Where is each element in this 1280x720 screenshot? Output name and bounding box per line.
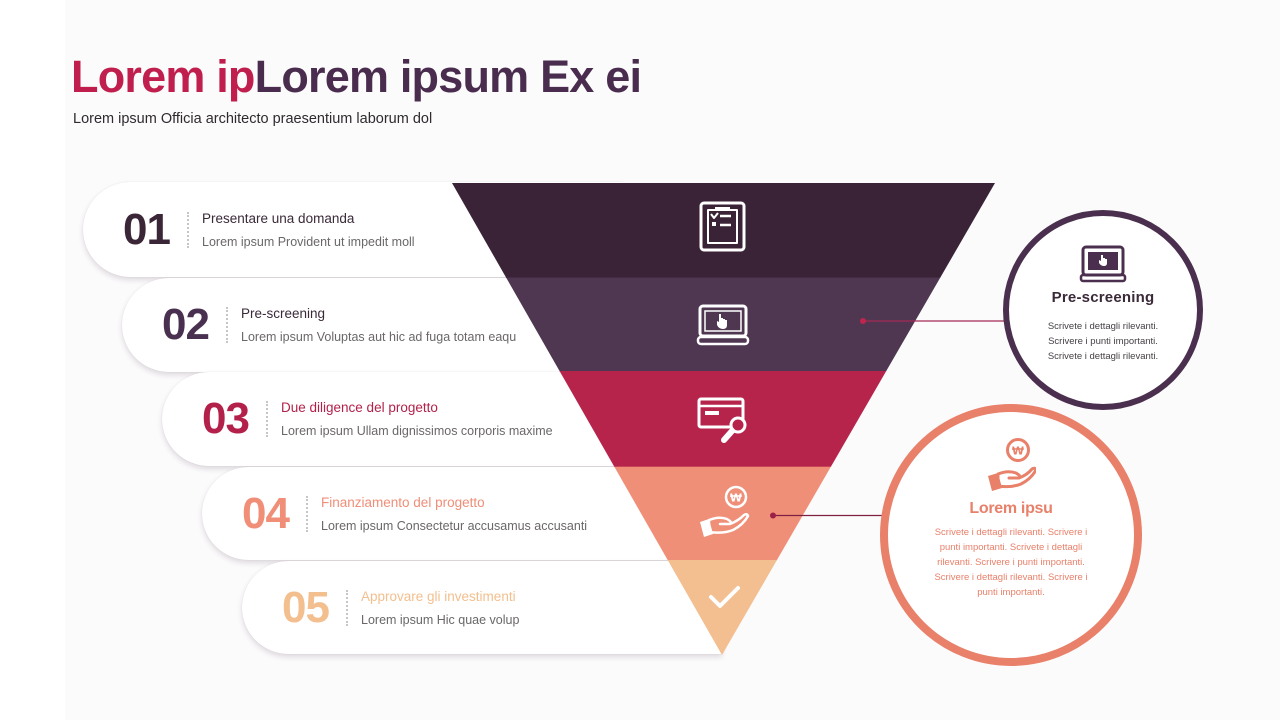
funnel-segment-1 bbox=[452, 183, 995, 278]
step-text: Pre-screening Lorem ipsum Voluptas aut h… bbox=[241, 305, 516, 345]
dotted-separator bbox=[187, 211, 189, 248]
page-subtitle: Lorem ipsum Officia architecto praesenti… bbox=[73, 111, 433, 127]
dotted-separator bbox=[346, 589, 348, 626]
callout-prescreening: Pre-screening Scrivete i dettagli rileva… bbox=[1003, 210, 1203, 410]
step-number: 04 bbox=[242, 488, 290, 538]
step-description: Lorem ipsum Hic quae volup bbox=[361, 612, 520, 627]
dotted-separator bbox=[266, 401, 268, 437]
step-title: Due diligence del progetto bbox=[281, 400, 438, 415]
step-title: Finanziamento del progetto bbox=[321, 494, 485, 510]
callout-financing: ₩ Lorem ipsu Scrivete i dettagli rilevan… bbox=[880, 404, 1142, 666]
connector-financing bbox=[770, 512, 882, 519]
step-number: 02 bbox=[162, 300, 210, 349]
hand-coin-icon: ₩ bbox=[988, 438, 1036, 491]
step-text: Approvare gli investimenti Lorem ipsum H… bbox=[361, 588, 519, 628]
callout-title: Lorem ipsu bbox=[969, 500, 1053, 517]
callout-line: rilevanti. Scrivere i punti importanti. bbox=[937, 557, 1085, 568]
step-title: Approvare gli investimenti bbox=[361, 588, 516, 604]
step-number: 03 bbox=[202, 394, 250, 443]
callout-line: Scrivete i dettagli rilevanti. Scrivere … bbox=[934, 527, 1088, 538]
step-title: Pre-screening bbox=[241, 306, 326, 321]
step-description: Lorem ipsum Ullam dignissimos corporis m… bbox=[281, 424, 553, 438]
callout-line: Scrivete i dettagli rilevanti. bbox=[1047, 351, 1159, 362]
clipboard-checklist-icon bbox=[699, 201, 746, 252]
title-main-part: Lorem ipsum Ex ei bbox=[254, 51, 642, 102]
step-number: 05 bbox=[282, 582, 330, 632]
step-description: Lorem ipsum Voluptas aut hic ad fuga tot… bbox=[241, 330, 517, 344]
callout-line: Scrivere i dettagli rilevanti. Scrivere … bbox=[934, 572, 1088, 583]
callout-text: Scrivete i dettagli rilevanti. Scrivere … bbox=[1009, 319, 1197, 364]
title-accent-part: Lorem ip bbox=[71, 51, 255, 102]
callout-line: punti importanti. bbox=[977, 587, 1045, 598]
step-05: 05 Approvare gli investimenti Lorem ipsu… bbox=[242, 561, 722, 654]
connector-prescreening bbox=[860, 318, 1004, 324]
step-text: Presentare una domanda Lorem ipsum Provi… bbox=[202, 210, 415, 250]
page-title: Lorem ipLorem ipsum Ex ei bbox=[71, 51, 642, 102]
callout-line: Scrivere i punti importanti. bbox=[1048, 336, 1158, 347]
callout-line: Scrivete i dettagli rilevanti. bbox=[1047, 321, 1159, 332]
step-description: Lorem ipsum Provident ut impedit moll bbox=[202, 234, 415, 249]
coin-symbol: ₩ bbox=[1012, 445, 1024, 458]
monitor-click-icon bbox=[1079, 245, 1127, 283]
step-number: 01 bbox=[123, 204, 171, 254]
step-text: Due diligence del progetto Lorem ipsum U… bbox=[281, 399, 553, 439]
hand-coin-icon: ₩ bbox=[700, 485, 750, 537]
card-search-icon bbox=[697, 397, 747, 443]
dotted-separator bbox=[306, 495, 308, 532]
monitor-click-icon bbox=[696, 304, 750, 346]
callout-line: punti importanti. Scrivete i dettagli bbox=[939, 542, 1083, 553]
callout-text: Scrivete i dettagli rilevanti. Scrivere … bbox=[888, 525, 1134, 600]
check-icon bbox=[709, 586, 740, 608]
step-text: Finanziamento del progetto Lorem ipsum C… bbox=[321, 494, 587, 534]
coin-symbol: ₩ bbox=[730, 492, 742, 505]
step-description: Lorem ipsum Consectetur accusamus accusa… bbox=[321, 518, 588, 533]
callout-title: Pre-screening bbox=[1051, 289, 1155, 306]
step-title: Presentare una domanda bbox=[202, 210, 355, 226]
dotted-separator bbox=[226, 307, 228, 343]
